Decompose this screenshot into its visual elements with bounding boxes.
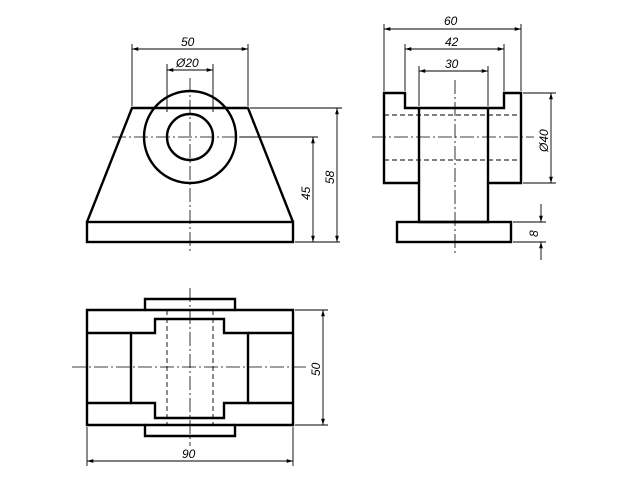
front-boss-circle [142, 89, 238, 185]
dim-d20-label: Ø20 [175, 56, 199, 70]
dim-90-label: 90 [182, 447, 196, 461]
side-body-outline [382, 91, 523, 224]
dim-45-label: 45 [299, 186, 313, 200]
dim-58-label: 58 [323, 170, 337, 184]
dim-42-label: 42 [445, 35, 459, 49]
side-base-plate [395, 220, 513, 244]
dim-d40-label: Ø40 [537, 129, 551, 153]
dim-8-label: 8 [527, 230, 541, 237]
front-hole-circle [165, 112, 215, 162]
dim-50b-label: 50 [309, 362, 323, 376]
dim-60-label: 60 [444, 14, 458, 28]
dim-30-label: 30 [445, 57, 459, 71]
front-base-plate [85, 220, 295, 244]
dim-50-label: 50 [181, 35, 195, 49]
top-inner-cross [129, 317, 250, 420]
front-view: 50 Ø20 45 58 [85, 35, 342, 254]
side-view: 60 42 30 Ø40 8 [372, 14, 556, 260]
top-view: 50 90 [72, 288, 328, 466]
front-body-outline [85, 106, 295, 223]
